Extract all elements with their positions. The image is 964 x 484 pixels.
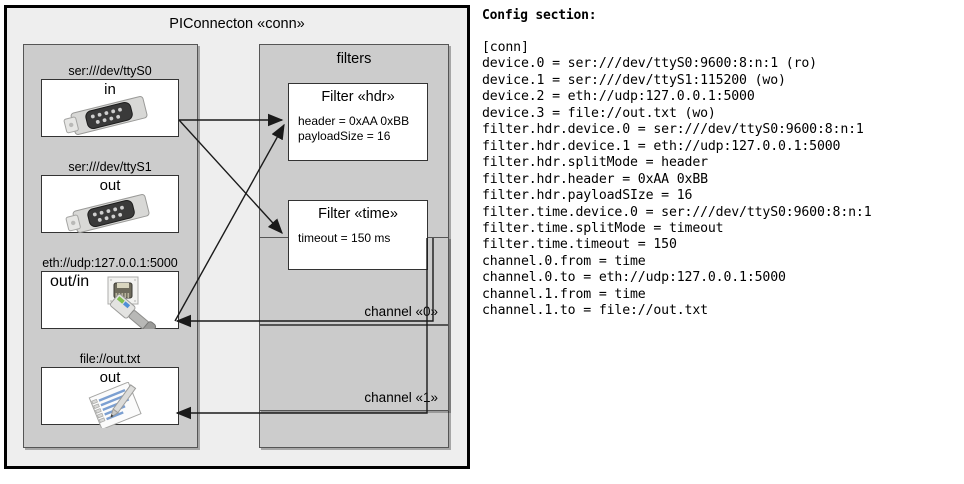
device-group-eth[interactable]: eth://udp:127.0.0.1:5000 out/in <box>41 255 179 336</box>
filter-prop: header = 0xAA 0xBB <box>298 114 410 128</box>
config-line: filter.hdr.splitMode = header <box>482 155 708 171</box>
device-box-ttyS0[interactable]: in <box>41 79 179 137</box>
channel-label-0: channel «0» <box>364 304 438 319</box>
filter-props-hdr: header = 0xAA 0xBB payloadSize = 16 <box>289 105 427 144</box>
config-line: device.2 = eth://udp:127.0.0.1:5000 <box>482 89 755 105</box>
filter-title-hdr: Filter «hdr» <box>321 89 395 105</box>
filters-panel: filters channel «0» channel «1» Filter «… <box>259 44 449 448</box>
device-group-file[interactable]: file://out.txt out <box>41 351 179 431</box>
filter-prop: payloadSize = 16 <box>298 129 391 143</box>
devices-panel: ser:///dev/ttyS0 in <box>23 44 198 448</box>
file-notepad-icon <box>78 381 156 433</box>
config-line: filter.hdr.device.1 = eth://udp:127.0.0.… <box>482 138 841 154</box>
device-label-eth: eth://udp:127.0.0.1:5000 <box>42 256 178 270</box>
config-line: filter.hdr.device.0 = ser:///dev/ttyS0:9… <box>482 122 864 138</box>
config-line: channel.1.from = time <box>482 286 646 302</box>
filter-box-hdr[interactable]: Filter «hdr» header = 0xAA 0xBB payloadS… <box>288 83 428 161</box>
filter-title-time: Filter «time» <box>318 206 398 222</box>
filter-props-time: timeout = 150 ms <box>289 222 427 246</box>
config-line: device.1 = ser:///dev/ttyS1:115200 (wo) <box>482 72 786 88</box>
config-line: filter.time.device.0 = ser:///dev/ttyS0:… <box>482 204 872 220</box>
device-direction-ttyS1: out <box>99 177 121 194</box>
connection-diagram: PIConnecton «conn» ser:///dev/ttyS0 in <box>4 5 470 469</box>
device-box-file[interactable]: out <box>41 367 179 431</box>
config-heading: Config section: <box>482 8 597 23</box>
config-line: filter.hdr.payloadSIze = 16 <box>482 188 693 204</box>
device-box-eth[interactable]: out/in <box>41 271 179 336</box>
diagram-title: PIConnecton «conn» <box>169 16 305 32</box>
config-line: filter.hdr.header = 0xAA 0xBB <box>482 171 708 187</box>
device-direction-eth: out/in <box>50 273 90 290</box>
device-label-ttyS1: ser:///dev/ttyS1 <box>68 160 152 174</box>
ethernet-rj45-icon <box>94 275 178 336</box>
device-box-ttyS1[interactable]: out <box>41 175 179 233</box>
config-line: channel.0.from = time <box>482 253 646 269</box>
config-line: filter.time.splitMode = timeout <box>482 220 724 236</box>
filters-panel-title: filters <box>336 51 372 67</box>
device-direction-file: out <box>99 369 121 386</box>
config-line: device.0 = ser:///dev/ttyS0:9600:8:n:1 (… <box>482 56 817 72</box>
config-line: channel.0.to = eth://udp:127.0.0.1:5000 <box>482 270 786 286</box>
config-section: Config section: [conn]device.0 = ser:///… <box>482 8 960 320</box>
config-line: [conn] <box>482 40 529 55</box>
serial-db9-icon <box>60 94 162 141</box>
config-lines: [conn]device.0 = ser:///dev/ttyS0:9600:8… <box>482 40 960 320</box>
device-label-file: file://out.txt <box>79 352 141 366</box>
filter-prop: timeout = 150 ms <box>298 231 391 245</box>
config-line: filter.time.timeout = 150 <box>482 237 677 253</box>
filter-box-time[interactable]: Filter «time» timeout = 150 ms <box>288 200 428 270</box>
config-line: channel.1.to = file://out.txt <box>482 303 708 319</box>
device-group-ttyS1[interactable]: ser:///dev/ttyS1 out <box>41 159 179 233</box>
device-label-ttyS0: ser:///dev/ttyS0 <box>68 64 152 78</box>
serial-db9-icon <box>62 192 164 239</box>
device-group-ttyS0[interactable]: ser:///dev/ttyS0 in <box>41 63 179 137</box>
channel-box-1[interactable]: channel «1» <box>259 325 449 411</box>
config-line: device.3 = file://out.txt (wo) <box>482 105 716 121</box>
channel-label-1: channel «1» <box>364 390 438 405</box>
device-direction-ttyS0: in <box>104 81 116 98</box>
